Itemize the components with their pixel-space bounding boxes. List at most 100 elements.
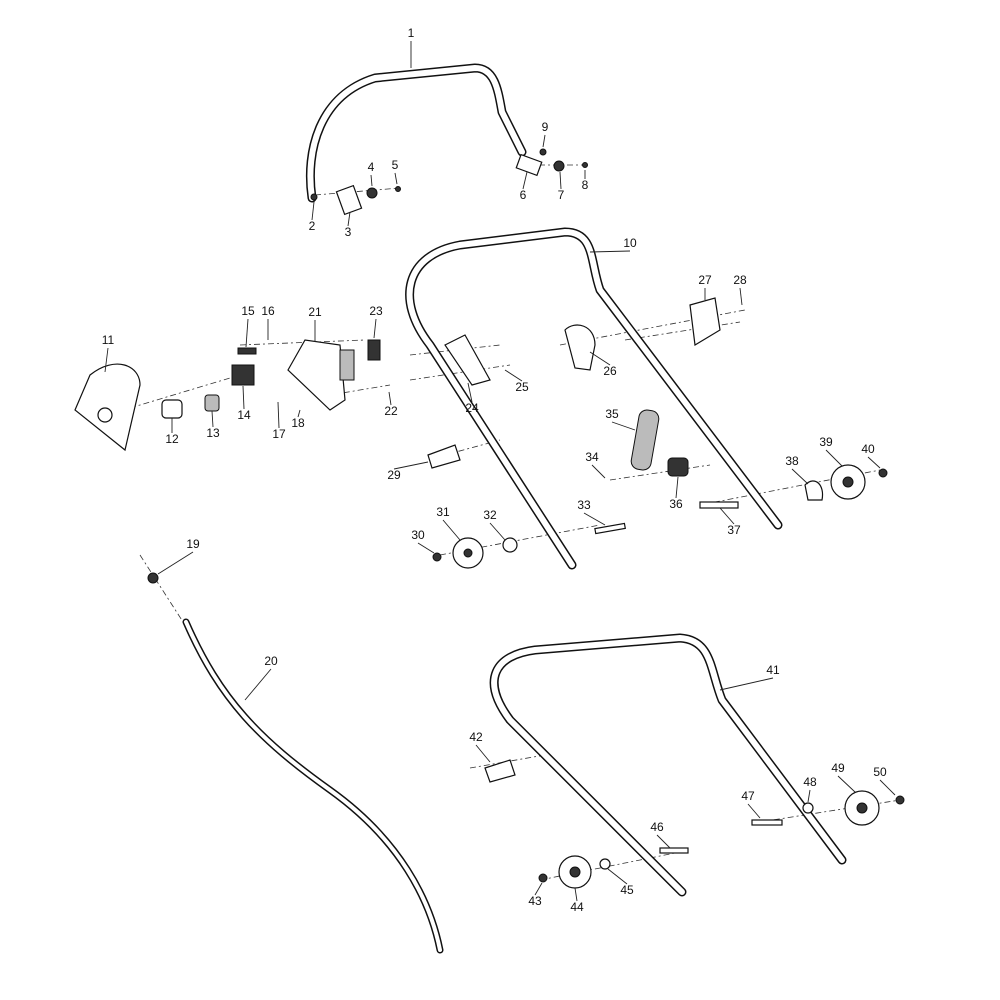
- part-label-46: 46: [650, 820, 664, 834]
- part-label-25: 25: [515, 380, 529, 394]
- leader-line-47: [747, 803, 761, 819]
- part-label-21: 21: [308, 305, 322, 319]
- leader-line-38: [791, 468, 809, 485]
- part-label-43: 43: [528, 894, 542, 908]
- leader-line-19: [157, 551, 194, 575]
- part-label-11: 11: [102, 333, 115, 347]
- leader-line-7: [559, 171, 562, 190]
- leader-line-29: [393, 461, 429, 470]
- components: [74, 148, 905, 889]
- part-label-15: 15: [241, 304, 255, 318]
- upper-handle-bar: [305, 63, 527, 203]
- part-label-16: 16: [261, 304, 275, 318]
- part-label-34: 34: [585, 450, 599, 464]
- leader-line-18: [297, 409, 301, 418]
- leader-line-6: [522, 171, 528, 190]
- cable-rod: [182, 618, 444, 954]
- leader-line-40: [867, 456, 881, 469]
- part-label-41: 41: [766, 663, 780, 677]
- leader-line-31: [442, 519, 461, 541]
- leader-line-44: [574, 887, 578, 902]
- leader-line-50: [879, 779, 896, 796]
- leader-line-39: [825, 449, 843, 467]
- part-label-29: 29: [387, 468, 401, 482]
- part-label-9: 9: [542, 120, 549, 134]
- leader-line-43: [534, 882, 543, 896]
- leader-line-14: [242, 385, 245, 410]
- leader-line-3: [347, 211, 351, 227]
- leader-line-20: [244, 668, 272, 701]
- leader-line-37: [719, 507, 735, 525]
- part-label-37: 37: [727, 523, 741, 537]
- leader-line-45: [607, 868, 628, 885]
- leader-line-22: [388, 391, 392, 406]
- leader-line-34: [591, 464, 606, 479]
- leader-line-4: [370, 174, 373, 187]
- part-label-32: 32: [483, 508, 497, 522]
- leader-line-5: [394, 172, 398, 185]
- leader-line-42: [475, 744, 491, 763]
- leader-line-9: [542, 134, 546, 148]
- part-label-2: 2: [309, 219, 316, 233]
- middle-handle-frame: [405, 227, 783, 570]
- part-label-44: 44: [570, 900, 584, 914]
- leader-line-24: [467, 382, 473, 403]
- part-label-48: 48: [803, 775, 817, 789]
- leader-line-33: [583, 512, 606, 526]
- leader-line-15: [245, 318, 249, 348]
- part-label-35: 35: [605, 407, 619, 421]
- leader-line-11: [104, 347, 109, 373]
- part-label-40: 40: [861, 442, 875, 456]
- leader-line-28: [739, 287, 743, 306]
- part-label-3: 3: [345, 225, 352, 239]
- leader-line-36: [675, 476, 679, 499]
- part-label-39: 39: [819, 435, 833, 449]
- leader-line-49: [837, 775, 856, 793]
- part-label-33: 33: [577, 498, 591, 512]
- leader-line-10: [589, 250, 631, 253]
- part-label-26: 26: [603, 364, 617, 378]
- part-label-27: 27: [698, 273, 712, 287]
- part-label-7: 7: [558, 188, 565, 202]
- part-label-22: 22: [384, 404, 398, 418]
- leader-line-23: [373, 318, 377, 339]
- part-label-31: 31: [436, 505, 450, 519]
- part-label-19: 19: [186, 537, 200, 551]
- leader-line-25: [504, 369, 523, 382]
- part-label-38: 38: [785, 454, 799, 468]
- leader-line-26: [589, 351, 611, 366]
- part-label-18: 18: [291, 416, 305, 430]
- leader-line-41: [719, 677, 774, 691]
- part-label-4: 4: [368, 160, 375, 174]
- part-label-45: 45: [620, 883, 634, 897]
- part-label-17: 17: [272, 427, 286, 441]
- leader-line-46: [656, 834, 671, 849]
- part-label-12: 12: [165, 432, 179, 446]
- part-label-42: 42: [469, 730, 483, 744]
- lower-handle-frame: [489, 633, 847, 897]
- assembly-lines: [129, 164, 901, 881]
- part-label-8: 8: [582, 178, 589, 192]
- part-label-20: 20: [264, 654, 278, 668]
- part-label-23: 23: [369, 304, 383, 318]
- part-label-50: 50: [873, 765, 887, 779]
- leader-lines: [104, 41, 896, 902]
- leader-line-17: [277, 401, 280, 429]
- leader-line-32: [489, 522, 506, 541]
- part-label-13: 13: [206, 426, 220, 440]
- part-label-36: 36: [669, 497, 683, 511]
- part-label-6: 6: [520, 188, 527, 202]
- leader-line-48: [807, 789, 811, 803]
- part-label-5: 5: [392, 158, 399, 172]
- leader-line-35: [611, 421, 636, 431]
- part-label-24: 24: [465, 401, 479, 415]
- part-label-47: 47: [741, 789, 755, 803]
- part-label-49: 49: [831, 761, 845, 775]
- leader-line-13: [211, 410, 214, 428]
- part-label-14: 14: [237, 408, 251, 422]
- part-label-30: 30: [411, 528, 425, 542]
- part-label-1: 1: [408, 26, 415, 40]
